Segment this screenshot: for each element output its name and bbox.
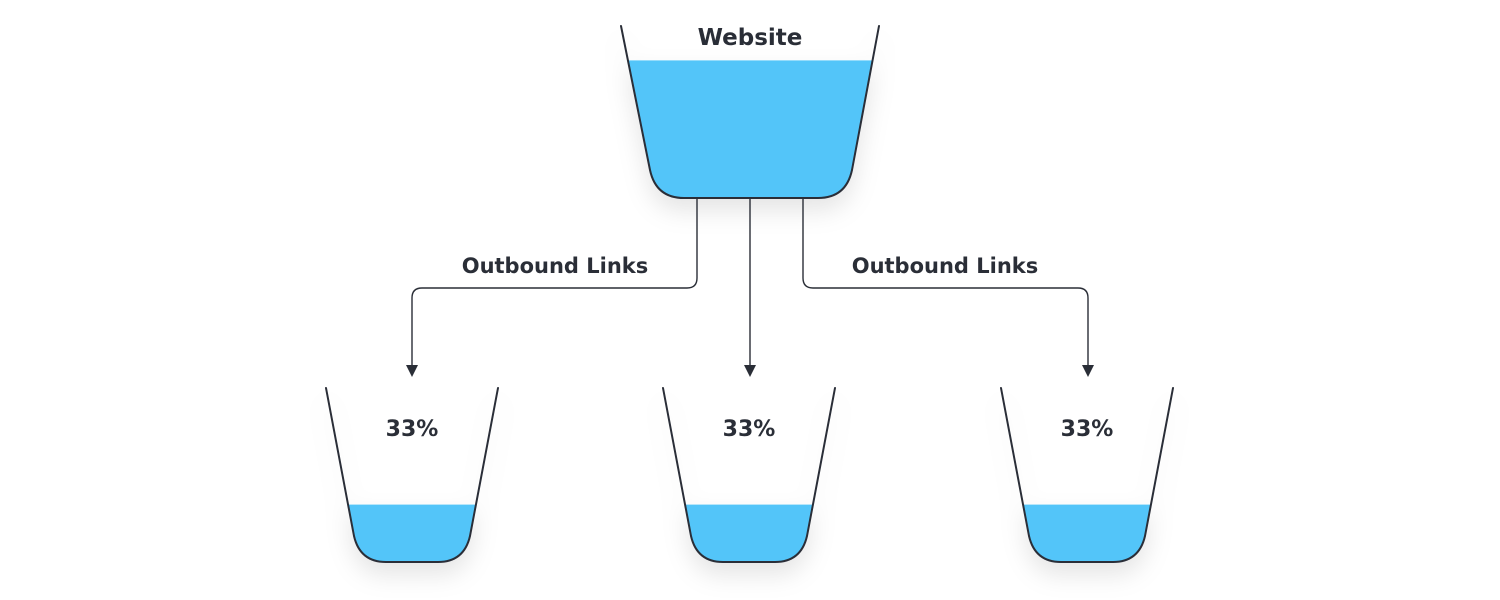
arrowhead-right xyxy=(1082,365,1094,377)
arrowhead-center xyxy=(744,365,756,377)
arrowhead-left xyxy=(406,365,418,377)
outbound-links-label-left: Outbound Links xyxy=(462,254,649,278)
target-cup-1-percent: 33% xyxy=(386,417,439,442)
source-label: Website xyxy=(698,25,803,51)
target-cup-1-outline xyxy=(325,387,499,563)
target-cup-3-percent: 33% xyxy=(1061,417,1114,442)
connector-right xyxy=(802,198,1089,368)
source-cup xyxy=(620,25,880,199)
target-cup-1-water-fill xyxy=(326,504,498,562)
outbound-links-label-right: Outbound Links xyxy=(852,254,1039,278)
target-cup-3 xyxy=(1000,387,1174,563)
target-cup-2-water-fill xyxy=(663,504,835,562)
target-cup-2-percent: 33% xyxy=(723,417,776,442)
source-water-fill xyxy=(621,60,879,198)
target-cup-2-outline xyxy=(662,387,836,563)
target-cup-3-water-fill xyxy=(1001,504,1173,562)
connector-left xyxy=(411,198,698,368)
source-cup-outline xyxy=(620,25,880,199)
target-cup-2 xyxy=(662,387,836,563)
target-cup-1 xyxy=(325,387,499,563)
outbound-connectors xyxy=(406,198,1094,377)
target-cup-3-outline xyxy=(1000,387,1174,563)
